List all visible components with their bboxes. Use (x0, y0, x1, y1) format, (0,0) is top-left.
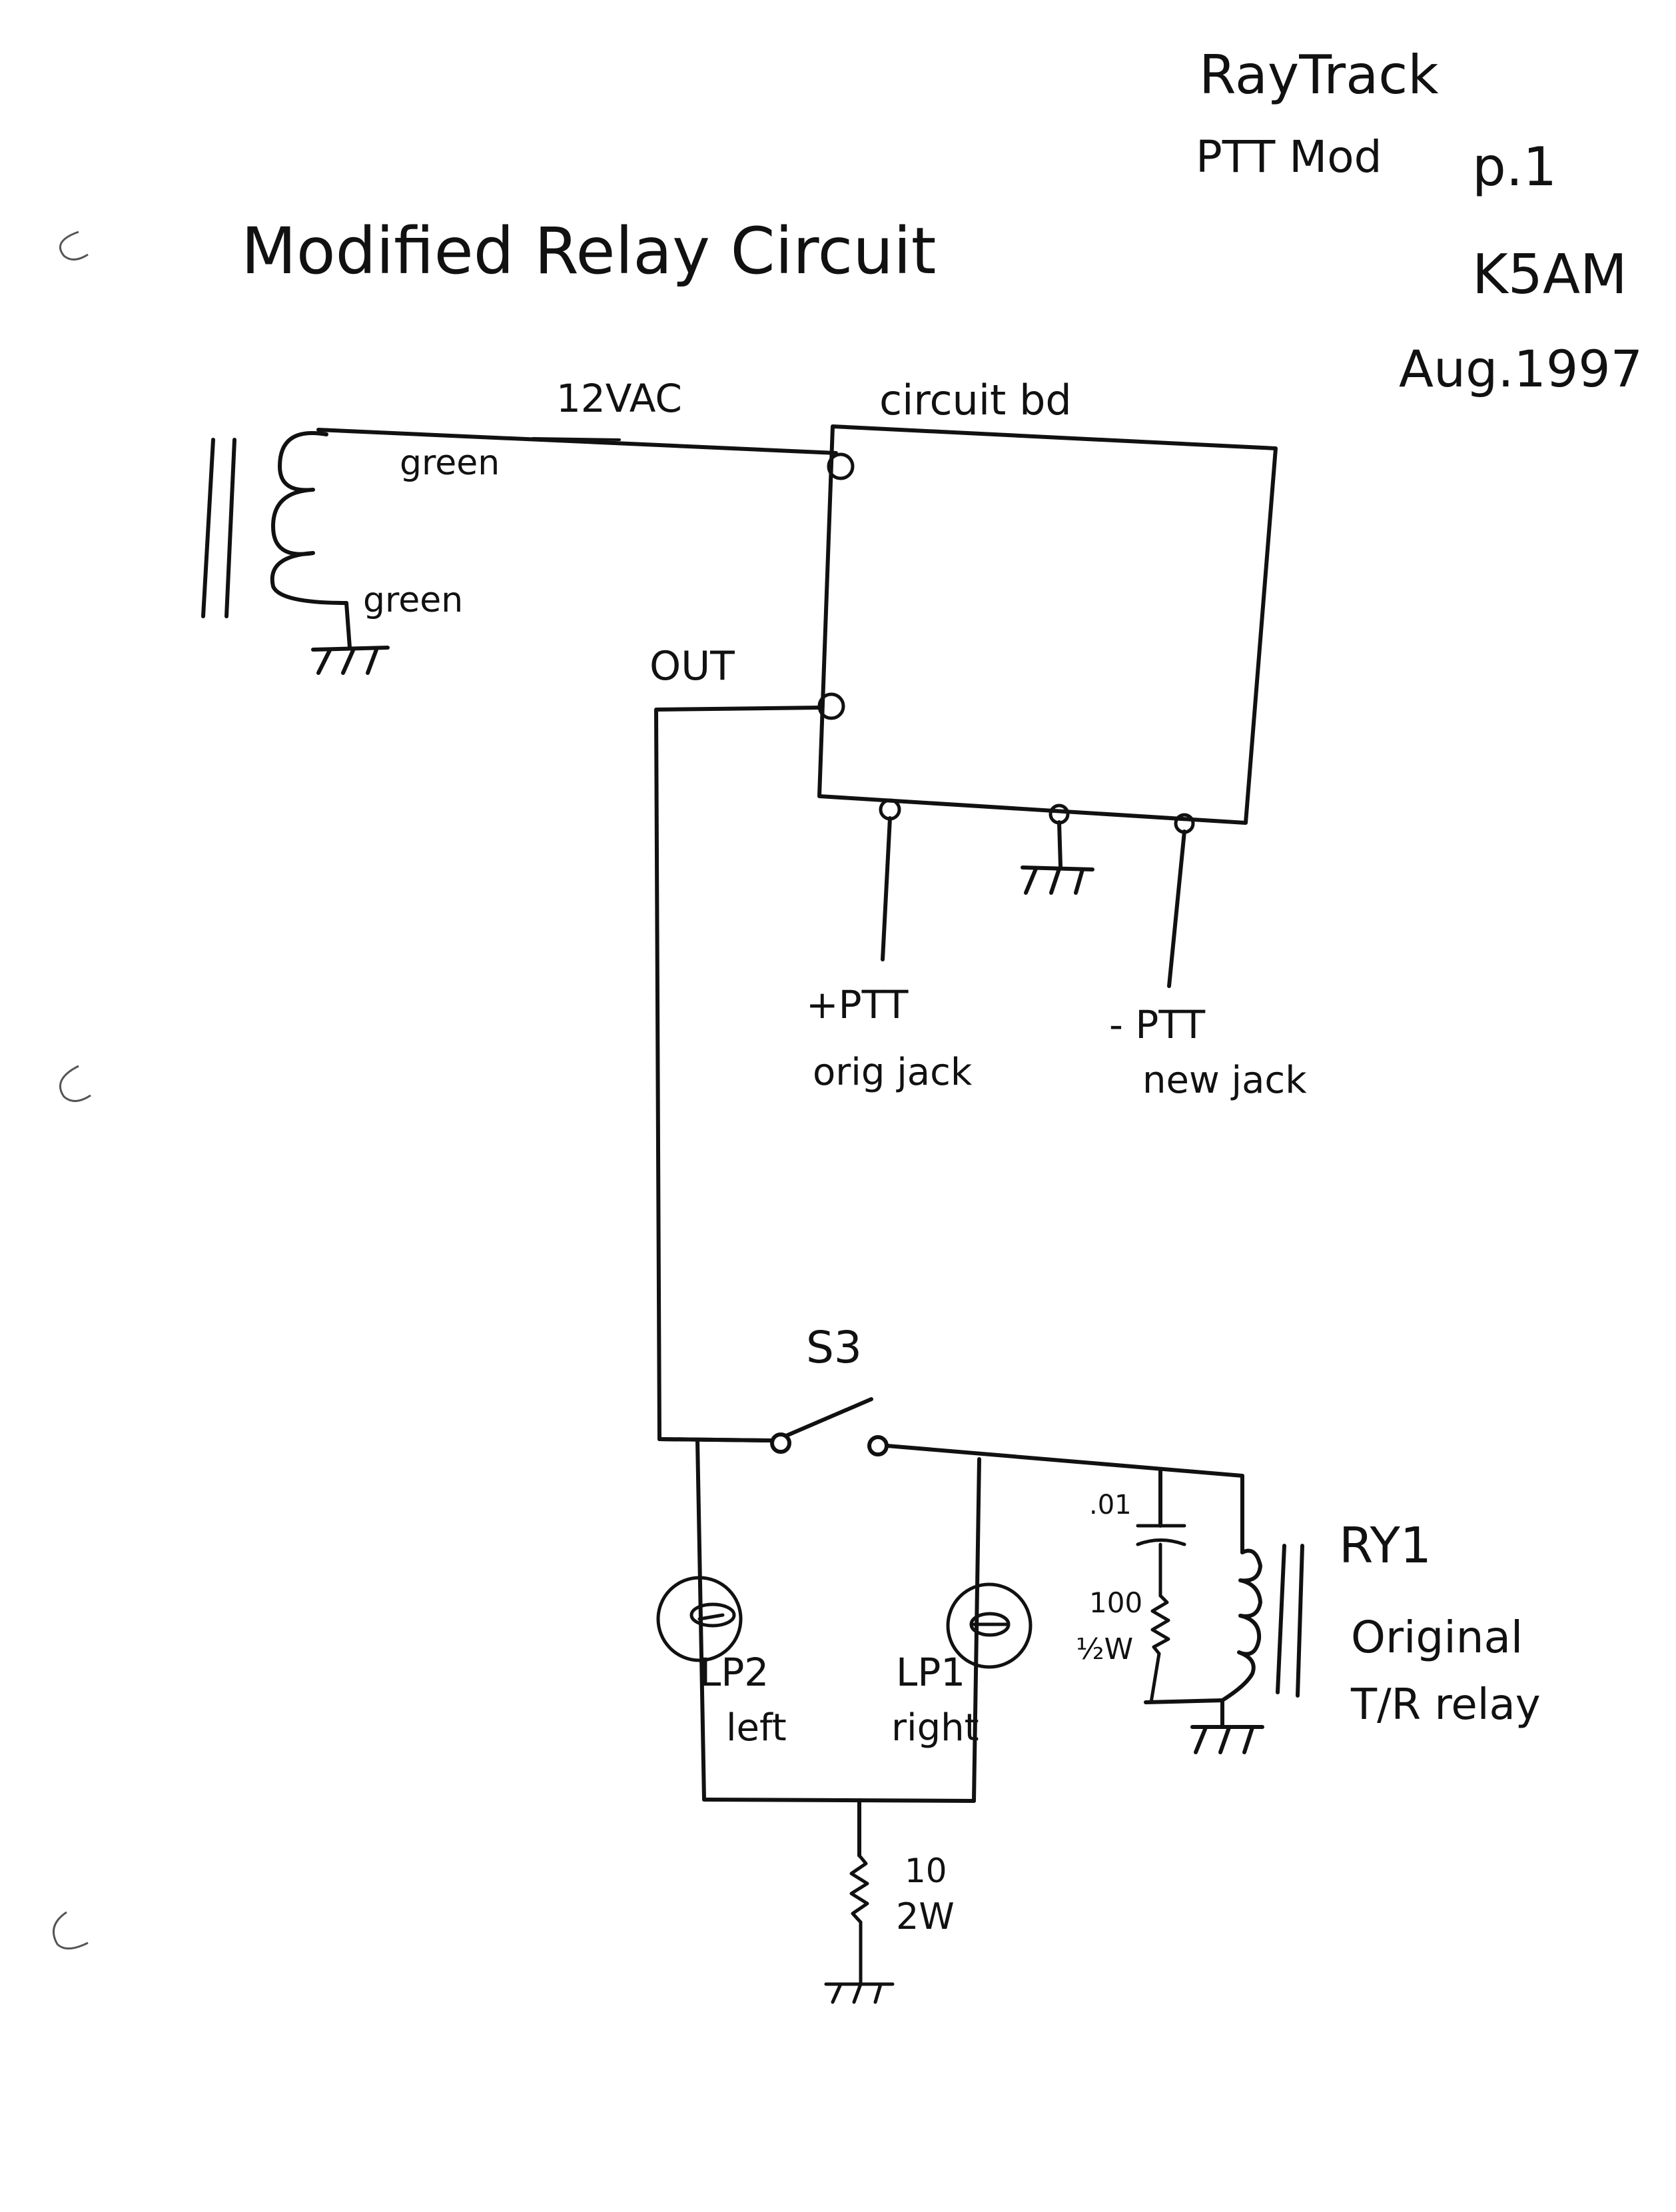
lp2-sublabel: left (726, 1706, 787, 1750)
secondary-ground-lead (344, 601, 352, 650)
wire-color-bottom: green (363, 580, 463, 620)
ground-symbol-lamps (824, 1982, 895, 2004)
wire-color-top: green (400, 443, 500, 483)
transformer (201, 431, 348, 618)
relay-core-line-1 (1276, 1544, 1286, 1694)
transformer-core-line-2 (224, 438, 236, 618)
ground-symbol-relay (1190, 1725, 1264, 1754)
relay-desc-line1: Original (1351, 1612, 1523, 1663)
bottom-rail (702, 1798, 976, 1803)
supply-label: 12VAC (556, 376, 682, 421)
header-subtitle: PTT Mod (1196, 131, 1382, 183)
resistor-10-power: 2W (896, 1896, 955, 1937)
resistor-10-ohm (849, 1854, 869, 1984)
ptt-minus-sublabel: new jack (1142, 1059, 1307, 1102)
relay-core-line-2 (1296, 1544, 1304, 1698)
ground-symbol-board (1021, 865, 1094, 895)
resistor-100-value: 100 (1089, 1586, 1142, 1619)
board-ground-lead (1057, 820, 1062, 868)
board-label: circuit bd (879, 376, 1072, 424)
capacitor-01 (1136, 1524, 1186, 1598)
lamp-lp2 (656, 1576, 743, 1662)
callsign: K5AM (1472, 243, 1627, 306)
ptt-leads (881, 816, 1186, 988)
lp2-label: LP2 (699, 1650, 769, 1695)
switch-s3 (657, 1397, 1244, 1478)
lp1-sublabel: right (891, 1706, 979, 1750)
page-number: p.1 (1472, 136, 1557, 198)
transformer-winding (270, 431, 348, 605)
ptt-plus-lead (881, 816, 892, 961)
ac-feed-wire (316, 428, 838, 455)
lamp-rails (695, 1438, 981, 1858)
terminal-ptt-plus (879, 798, 901, 821)
switch-label: S3 (806, 1322, 862, 1373)
ground-symbol-transformer (311, 646, 390, 675)
circuit-board (817, 424, 1278, 825)
ptt-minus-lead (1167, 830, 1186, 988)
relay-lower-rail (1144, 1698, 1224, 1704)
lp1-label: LP1 (896, 1650, 965, 1695)
relay-network (1144, 1469, 1244, 1728)
relay-coil (1220, 1544, 1304, 1702)
transformer-core-line-1 (201, 438, 215, 618)
date: Aug.1997 (1399, 339, 1643, 398)
diagram-title: Modified Relay Circuit (241, 214, 936, 288)
ptt-minus-label: - PTT (1109, 1002, 1206, 1047)
lamp-lp1 (946, 1582, 1033, 1669)
board-terminals (817, 452, 1195, 834)
out-lead (654, 706, 823, 1442)
relay-desc-line2: T/R relay (1350, 1680, 1541, 1730)
header-title: RayTrack (1199, 44, 1439, 106)
ptt-plus-sublabel: orig jack (813, 1051, 973, 1094)
out-label: OUT (649, 643, 735, 690)
capacitor-value: .01 (1089, 1490, 1132, 1520)
resistor-100-power: ½W (1076, 1632, 1133, 1666)
resistor-100-ohm (1149, 1594, 1170, 1704)
binder-hole-marks (52, 231, 91, 1949)
ptt-plus-label: +PTT (806, 982, 909, 1027)
resistor-10-value: 10 (905, 1852, 947, 1890)
relay-name: RY1 (1339, 1517, 1432, 1574)
terminal-ac (827, 452, 855, 480)
